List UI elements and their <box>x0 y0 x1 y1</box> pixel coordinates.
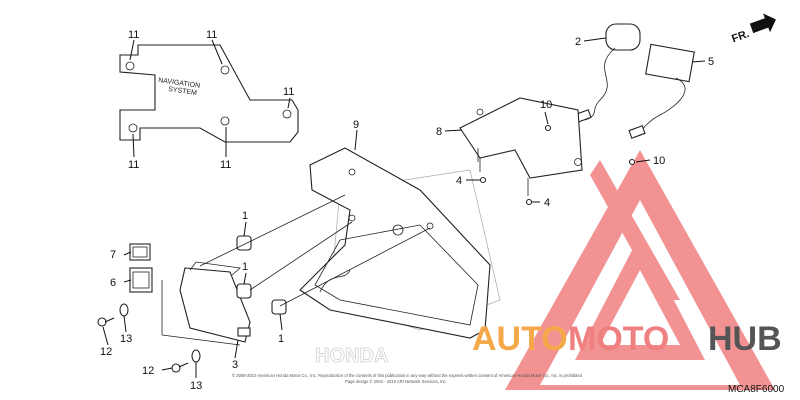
antenna-bracket-plate <box>459 97 583 179</box>
callout-1: 1 <box>242 261 248 273</box>
tray-hole <box>392 224 404 236</box>
callout-1: 1 <box>278 333 284 345</box>
assembly-line-2 <box>249 221 353 291</box>
callout-10: 10 <box>653 155 665 167</box>
grommet-1c <box>271 299 287 315</box>
bolt-10b <box>628 158 636 166</box>
nav-label-line2: SYSTEM <box>168 86 198 97</box>
tray-inner <box>314 224 479 326</box>
callout-9: 9 <box>353 119 359 131</box>
callout-11: 11 <box>128 29 139 41</box>
antenna-part-2 <box>574 23 641 123</box>
callout-12: 12 <box>100 346 112 358</box>
watermark-text: AUTO MOTO HUB <box>472 320 782 358</box>
tray-grommet-2 <box>348 214 356 222</box>
callout-10: 10 <box>540 99 552 111</box>
callout-1: 1 <box>242 210 248 222</box>
tray-outline <box>299 147 491 339</box>
bolt-4a <box>479 176 487 184</box>
unit-tray-9 <box>299 147 491 339</box>
callout-11: 11 <box>128 159 139 171</box>
bracket-hole-3 <box>282 109 292 119</box>
nav-unit-body <box>179 267 251 343</box>
grommets-1 <box>236 235 287 315</box>
bracket-hole-2 <box>220 65 230 75</box>
tray-wire <box>319 269 351 293</box>
nav-unit-top <box>189 261 241 276</box>
copyright-line-2: Page design © 2004 - 2010 ARI Network Se… <box>345 379 447 384</box>
washer-13a <box>119 303 129 317</box>
watermark-stroke <box>590 160 680 300</box>
card-6-inner <box>132 271 150 289</box>
bolt-12a-shaft <box>104 317 115 323</box>
direction-arrow-icon <box>749 13 776 34</box>
nav-unit-connector <box>237 327 251 337</box>
antenna-part-5 <box>628 43 695 139</box>
bolt-4b <box>525 198 533 206</box>
callout-6: 6 <box>110 277 116 289</box>
bracket-hole-1 <box>125 61 135 71</box>
washer-13b <box>191 349 201 363</box>
memory-cards <box>129 243 153 293</box>
antenna-bracket-hole-2 <box>574 158 582 166</box>
callout-2: 2 <box>575 36 581 48</box>
watermark-triangle-center <box>600 270 680 345</box>
bolt-12a-head <box>97 317 107 327</box>
callout-11: 11 <box>206 29 217 41</box>
antenna-bracket-8 <box>459 97 583 196</box>
assembly-lines <box>161 148 479 346</box>
callout-13: 13 <box>190 380 202 392</box>
tray-grommet-1 <box>348 168 356 176</box>
bolt-12b-head <box>171 363 181 373</box>
antenna-5-body <box>645 43 695 83</box>
callout-7: 7 <box>110 249 116 261</box>
callout-3: 3 <box>232 359 238 371</box>
antenna-5-cable <box>639 77 686 136</box>
bracket-plate <box>119 44 299 143</box>
assembly-line-1 <box>199 194 346 267</box>
callout-5: 5 <box>708 56 714 68</box>
callout-11: 11 <box>220 159 231 171</box>
card-7-inner <box>132 246 148 258</box>
direction-label: FR. <box>730 28 751 45</box>
grommet-1b <box>236 283 252 299</box>
leader-lines <box>102 37 706 378</box>
direction-indicator: FR. <box>730 13 776 45</box>
watermark-moto: MOTO <box>568 320 669 358</box>
callout-12: 12 <box>142 365 154 377</box>
callout-13: 13 <box>120 333 132 345</box>
callout-11: 11 <box>283 86 294 98</box>
assembly-line-5 <box>161 334 241 346</box>
antenna-5-connector <box>628 125 646 139</box>
antenna-bracket-hole-1 <box>476 108 484 116</box>
bracket-hole-4 <box>128 123 138 133</box>
tray-grommet-3 <box>426 222 434 230</box>
copyright: © 2009-2010 American Honda Motor Co., In… <box>232 373 583 384</box>
callout-4: 4 <box>456 175 462 187</box>
callout-8: 8 <box>436 126 442 138</box>
callout-4: 4 <box>544 197 550 209</box>
watermark-logo <box>505 150 775 390</box>
bolt-12b-shaft <box>178 362 189 368</box>
watermark-hub: HUB <box>708 320 782 358</box>
bracket-hole-5 <box>220 116 230 126</box>
assembly-line-3 <box>279 227 431 307</box>
antenna-2-body <box>605 23 641 51</box>
grommet-1a <box>236 235 252 251</box>
navigation-unit-3 <box>179 261 251 343</box>
honda-wordmark: HONDA <box>315 345 388 367</box>
bolt-10a <box>544 124 552 132</box>
callouts: 11 11 11 11 11 1 1 1 2 5 8 9 4 4 10 10 7… <box>100 29 714 392</box>
diagram-code: MCA8F6000 <box>728 384 785 395</box>
watermark-auto: AUTO <box>472 320 568 358</box>
copyright-line-1: © 2009-2010 American Honda Motor Co., In… <box>232 373 583 378</box>
antenna-2-cable <box>584 47 616 121</box>
navigation-bracket: NAVIGATION SYSTEM <box>119 44 299 143</box>
